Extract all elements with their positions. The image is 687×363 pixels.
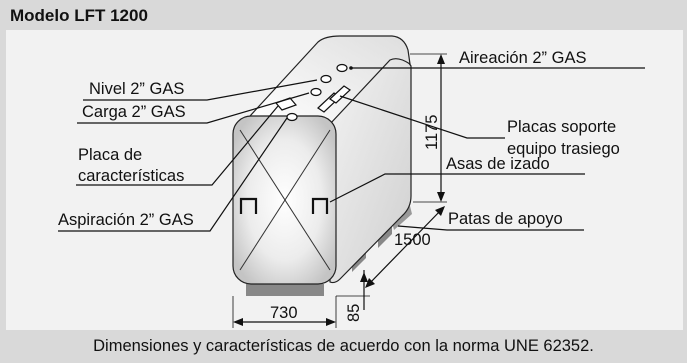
label-placa-line1: Placa de	[78, 146, 142, 164]
label-placas-line1: Placas soporte	[507, 118, 616, 136]
figure-caption: Dimensiones y características de acuerdo…	[93, 337, 594, 355]
dim-width-label: 730	[270, 304, 298, 322]
lifting-handle-left	[239, 197, 258, 214]
label-carga: Carga 2” GAS	[82, 103, 186, 121]
dim-length-label: 1500	[394, 231, 431, 249]
leader-aspiracion	[58, 117, 288, 232]
front-brace-2	[239, 129, 331, 271]
aireacion-port	[336, 63, 348, 73]
dim-width-arrow-left	[233, 318, 243, 326]
dim-height-arrow-top	[437, 54, 445, 64]
label-aspiracion: Aspiración 2” GAS	[58, 211, 194, 229]
lifting-handle-right	[311, 197, 329, 214]
equipment-support-plate-2	[329, 85, 351, 104]
label-aireacion: Aireación 2” GAS	[459, 49, 586, 67]
label-asas: Asas de izado	[446, 155, 550, 173]
support-leg-front	[392, 206, 412, 230]
leader-carga	[77, 92, 310, 124]
dim-width-arrow-right	[326, 318, 336, 326]
label-placa-line2: características	[78, 167, 184, 185]
dim-length-arrow-b	[435, 206, 445, 216]
leader-nivel	[83, 79, 318, 101]
leader-dot-aireacion	[349, 66, 353, 70]
dim-length-line	[366, 207, 444, 287]
nivel-port	[320, 74, 332, 84]
dim-length-arrow-a	[365, 278, 375, 288]
dim-height-label: 1175	[423, 115, 441, 150]
leader-placa	[76, 105, 279, 186]
leader-placas	[339, 95, 505, 139]
label-nivel: Nivel 2” GAS	[89, 80, 184, 98]
base-plate	[246, 284, 324, 296]
label-placas-line2: equipo trasiego	[507, 140, 620, 158]
figure-title: Modelo LFT 1200	[10, 6, 148, 25]
carga-port	[310, 87, 322, 97]
dim-height-arrow-bottom	[437, 192, 445, 202]
leader-patas	[397, 225, 584, 231]
aspiracion-port	[286, 112, 298, 122]
leader-asas	[329, 173, 585, 203]
dim-leg-label: 85	[345, 304, 363, 322]
label-patas: Patas de apoyo	[448, 210, 563, 228]
dim-leg-arrow	[360, 272, 368, 282]
